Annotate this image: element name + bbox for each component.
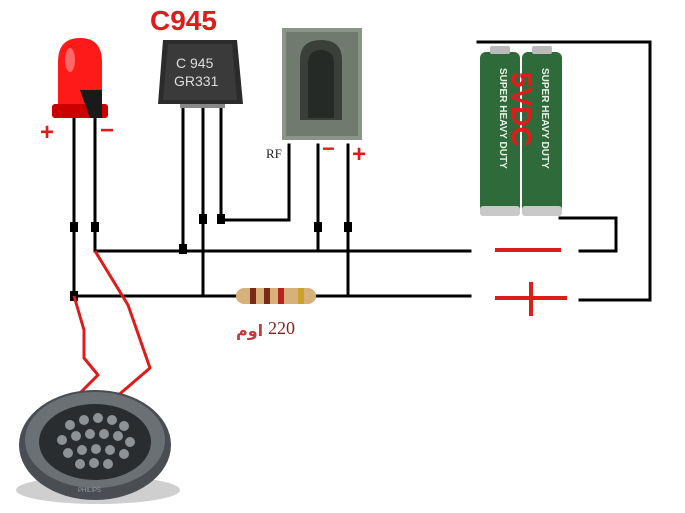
junction-dot	[179, 244, 187, 254]
buzzer: PHILIPS	[16, 390, 180, 504]
junction-dot	[91, 222, 99, 232]
battery-cell-2-cap	[532, 46, 552, 54]
led-highlight	[65, 48, 75, 72]
battery-cell-2-bottom	[522, 206, 562, 216]
transistor-pin-guide	[180, 104, 225, 108]
transistor-marking-1: C 945	[176, 55, 214, 71]
resistor-band-3	[278, 288, 284, 304]
battery-cell-1-cap	[490, 46, 510, 54]
buzzer-brand: PHILIPS	[78, 488, 101, 494]
transistor-marking-2: GR331	[174, 73, 219, 89]
buzzer-wires	[72, 250, 152, 400]
resistor-band-2	[264, 288, 270, 304]
wires	[72, 40, 652, 302]
battery-cell-1-text: SUPER HEAVY DUTY	[497, 68, 508, 169]
junctions	[70, 214, 352, 301]
battery-pack: SUPER HEAVY DUTY SUPER HEAVY DUTY 5VDC	[480, 46, 567, 316]
led-plus-label: +	[40, 119, 54, 146]
ir-receiver-lens-inner	[308, 50, 334, 118]
junction-dot	[314, 222, 322, 232]
junction-dot	[70, 222, 78, 232]
ir-plus-label: +	[352, 141, 366, 168]
buzzer-wire-right	[93, 250, 152, 400]
led: + −	[40, 38, 114, 146]
transistor-heading: C945	[150, 5, 217, 36]
led-cathode-flat	[80, 90, 102, 118]
battery-cell-1-bottom	[480, 206, 520, 216]
battery-cell-2	[522, 52, 562, 216]
resistor-label-unit: اوم	[236, 321, 263, 340]
transistor-face	[163, 44, 237, 100]
resistor-band-4	[298, 288, 304, 304]
junction-dot	[199, 214, 207, 224]
battery-minus-sign	[495, 248, 561, 252]
junction-dot	[344, 222, 352, 232]
junction-dot	[217, 214, 225, 224]
resistor: اوم 220	[236, 288, 316, 340]
ir-rf-label: RF	[266, 146, 282, 161]
buzzer-wire-left	[72, 295, 100, 397]
ir-receiver: RF − +	[266, 28, 366, 168]
battery-voltage-label: 5VDC	[506, 72, 537, 147]
battery-cell-1	[480, 52, 520, 216]
battery-cell-2-text: SUPER HEAVY DUTY	[539, 68, 550, 169]
resistor-label-value: 220	[268, 318, 295, 338]
buzzer-grille	[57, 413, 135, 469]
resistor-band-1	[250, 288, 256, 304]
transistor: C945 C 945 GR331	[150, 5, 243, 108]
ir-minus-label: −	[322, 136, 335, 161]
battery-plus-sign	[495, 282, 567, 316]
led-minus-label: −	[100, 117, 114, 144]
